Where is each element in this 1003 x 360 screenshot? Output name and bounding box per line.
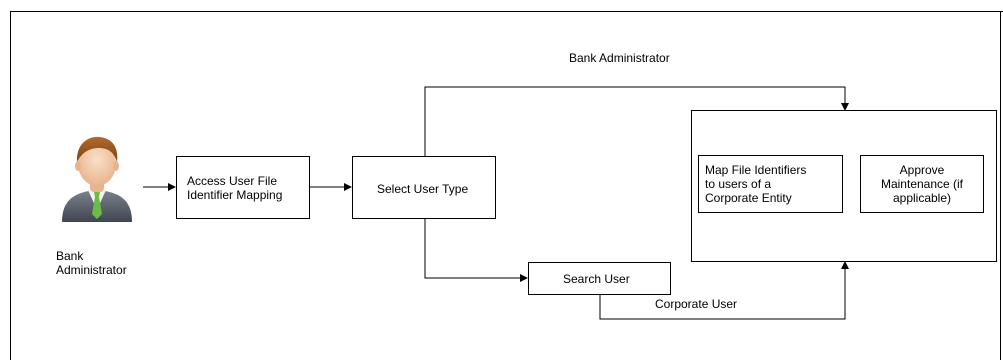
search-user-label: Search User	[563, 272, 630, 286]
approve-maintenance-box	[860, 155, 984, 213]
edge-label-corporate-user: Corporate User	[655, 297, 738, 311]
edge-label-bank-administrator: Bank Administrator	[569, 51, 670, 65]
frame-left-border	[10, 11, 11, 360]
map-file-identifiers-box	[698, 155, 843, 213]
arrow-search-to-container-corporate	[599, 261, 849, 320]
actor-label: Bank Administrator	[56, 249, 127, 277]
frame-right-border	[1000, 11, 1001, 360]
search-user-box	[528, 262, 671, 295]
user-avatar-icon	[52, 130, 142, 231]
select-user-type-box	[352, 156, 496, 219]
frame-top-border	[10, 11, 1003, 12]
access-mapping-box	[176, 156, 310, 219]
select-user-type-label: Select User Type	[377, 182, 469, 196]
arrow-select-to-search	[424, 219, 528, 282]
access-mapping-label: Access User File Identifier Mapping	[187, 174, 283, 202]
approve-maintenance-label: Approve Maintenance (if applicable)	[880, 163, 964, 205]
arrow-select-to-container-bank-admin	[424, 86, 849, 156]
map-file-identifiers-label: Map File Identifiers to users of a Corpo…	[705, 163, 807, 205]
